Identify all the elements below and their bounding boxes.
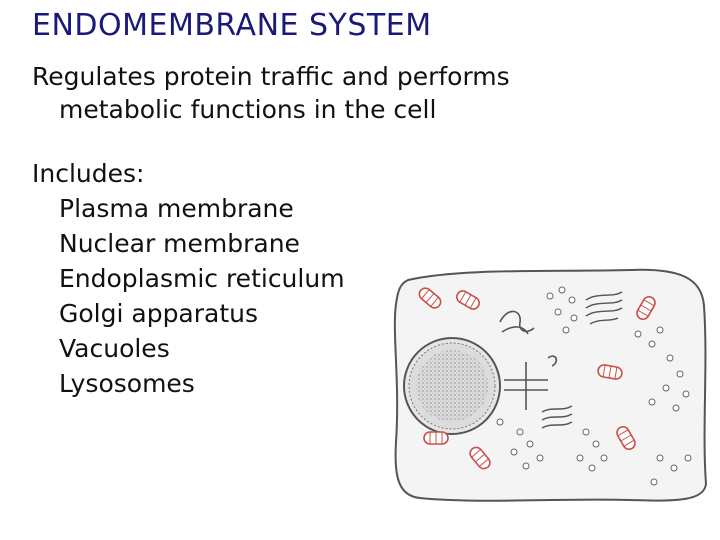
nucleus bbox=[403, 337, 501, 435]
slide-title: ENDOMEMBRANE SYSTEM bbox=[32, 8, 432, 43]
list-item: Plasma membrane bbox=[59, 194, 294, 223]
intro-line-1: Regulates protein traffic and performs bbox=[32, 62, 510, 91]
list-item: Nuclear membrane bbox=[59, 229, 300, 258]
includes-list: Plasma membrane Nuclear membrane Endopla… bbox=[32, 191, 345, 401]
golgi-apparatus bbox=[541, 291, 623, 429]
list-item: Lysosomes bbox=[59, 369, 195, 398]
cell-diagram bbox=[393, 268, 708, 502]
includes-block: Includes: Plasma membrane Nuclear membra… bbox=[32, 156, 345, 401]
mitochondria bbox=[418, 287, 656, 470]
list-item: Golgi apparatus bbox=[59, 299, 259, 328]
endoplasmic-reticulum bbox=[499, 310, 558, 410]
list-item: Endoplasmic reticulum bbox=[59, 264, 345, 293]
list-item: Vacuoles bbox=[59, 334, 170, 363]
intro-line-2: metabolic functions in the cell bbox=[59, 95, 437, 124]
includes-heading: Includes: bbox=[32, 159, 145, 188]
vesicles bbox=[496, 286, 692, 486]
intro-text: Regulates protein traffic and performs m… bbox=[32, 60, 712, 126]
